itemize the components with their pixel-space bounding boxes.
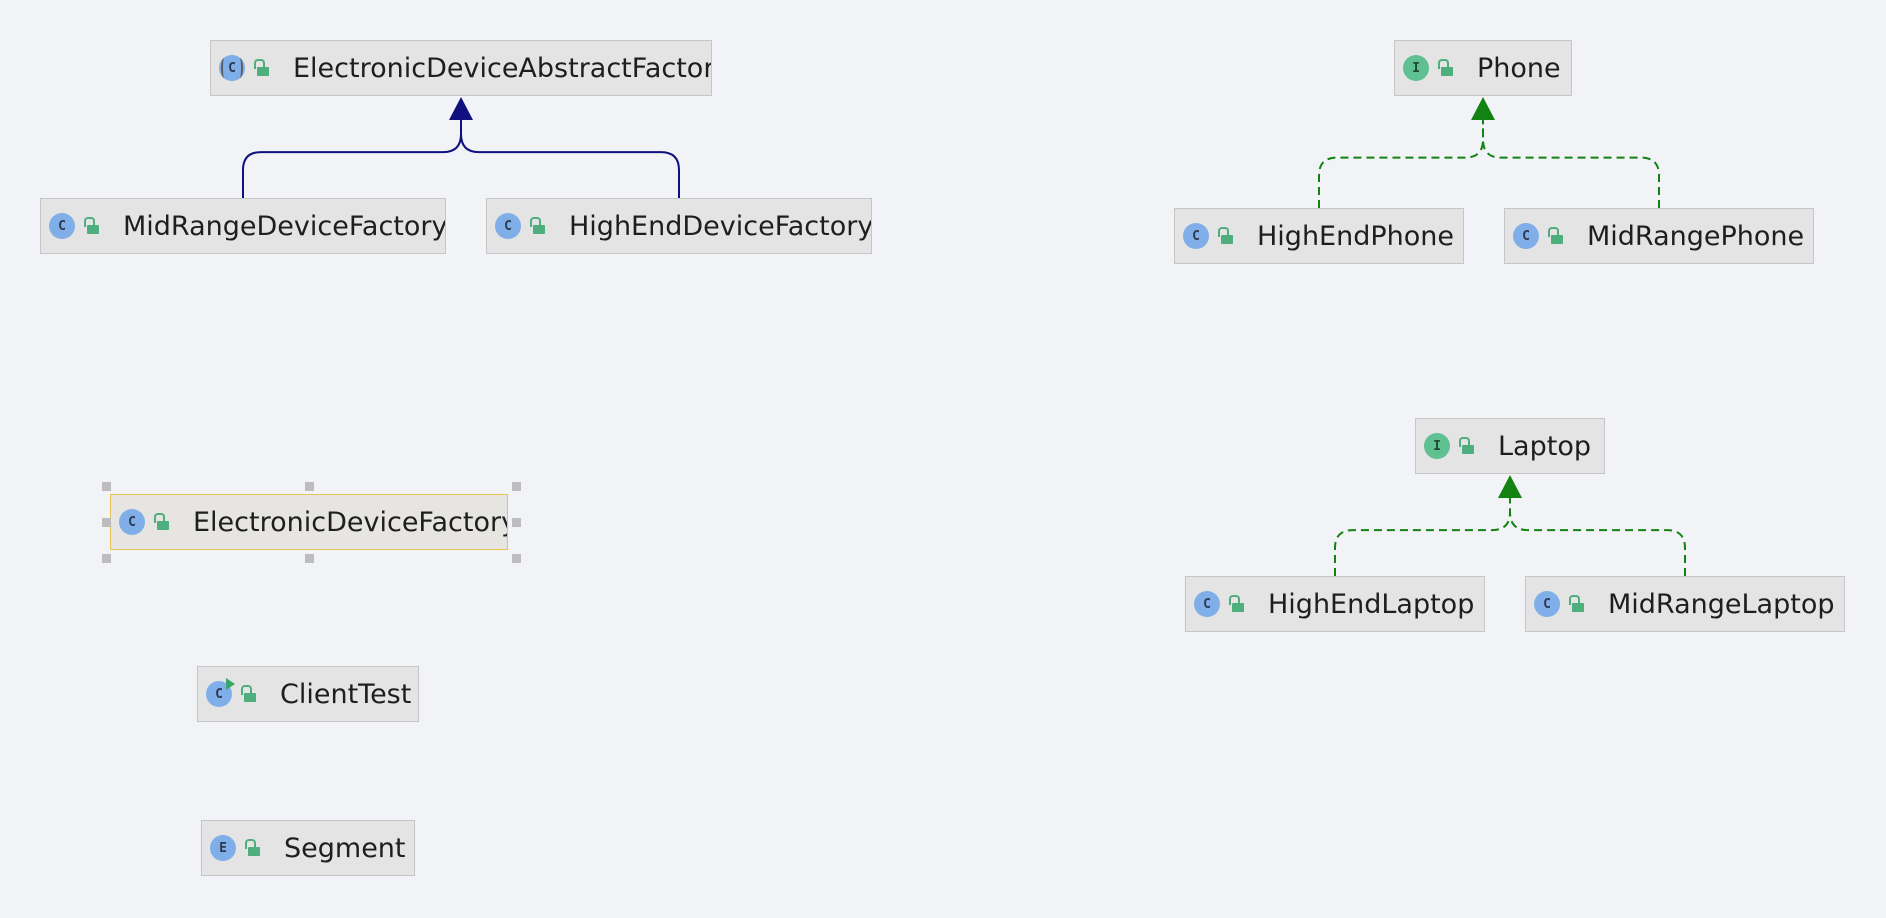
edge-implements-mid-range-phone-to-phone[interactable] — [1482, 118, 1660, 208]
selection-handle[interactable] — [102, 482, 111, 491]
edge-implements-high-end-laptop-to-laptop[interactable] — [1334, 496, 1511, 576]
interface-icon: I — [1424, 433, 1450, 459]
selection-handle[interactable] — [305, 554, 314, 563]
enum-icon: E — [210, 835, 236, 861]
node-high-end-phone[interactable]: C HighEndPhone — [1174, 208, 1464, 264]
node-label: HighEndDeviceFactory — [569, 210, 872, 242]
selection-handle[interactable] — [305, 482, 314, 491]
run-marker-icon — [226, 678, 235, 690]
public-lock-icon — [83, 215, 101, 237]
abstract-class-icon: C — [219, 55, 245, 81]
public-lock-icon — [153, 511, 171, 533]
class-icon: C — [1534, 591, 1560, 617]
class-icon: C — [49, 213, 75, 239]
node-high-end-laptop[interactable]: C HighEndLaptop — [1185, 576, 1485, 632]
node-label: ClientTest — [280, 678, 412, 710]
public-lock-icon — [1437, 57, 1455, 79]
implements-arrowhead — [1498, 475, 1522, 498]
edge-extends-high-end-device-factory-to-electronic-device-abstract-factory[interactable] — [460, 118, 680, 198]
class-icon: C — [119, 509, 145, 535]
node-label: Segment — [284, 832, 406, 864]
node-mid-range-laptop[interactable]: C MidRangeLaptop — [1525, 576, 1845, 632]
class-icon: C — [1183, 223, 1209, 249]
node-mid-range-phone[interactable]: C MidRangePhone — [1504, 208, 1814, 264]
node-laptop[interactable]: I Laptop — [1415, 418, 1605, 474]
node-phone[interactable]: I Phone — [1394, 40, 1572, 96]
node-label: Phone — [1477, 52, 1561, 84]
class-icon: C — [495, 213, 521, 239]
node-label: MidRangeDeviceFactory — [123, 210, 446, 242]
runnable-class-icon: C — [206, 678, 235, 707]
selection-handle[interactable] — [102, 554, 111, 563]
selection-handle[interactable] — [512, 482, 521, 491]
node-label: MidRangeLaptop — [1608, 588, 1835, 620]
node-client-test[interactable]: C ClientTest — [197, 666, 419, 722]
node-high-end-device-factory[interactable]: C HighEndDeviceFactory — [486, 198, 872, 254]
edge-implements-mid-range-laptop-to-laptop[interactable] — [1509, 496, 1686, 576]
interface-icon: I — [1403, 55, 1429, 81]
public-lock-icon — [1228, 593, 1246, 615]
public-lock-icon — [1217, 225, 1235, 247]
public-lock-icon — [1458, 435, 1476, 457]
public-lock-icon — [253, 57, 271, 79]
node-label: HighEndLaptop — [1268, 588, 1475, 620]
public-lock-icon — [529, 215, 547, 237]
selection-handle[interactable] — [512, 554, 521, 563]
node-label: Laptop — [1498, 430, 1591, 462]
public-lock-icon — [240, 683, 258, 705]
class-icon: C — [1194, 591, 1220, 617]
selection-handle[interactable] — [102, 518, 111, 527]
node-electronic-device-factory[interactable]: C ElectronicDeviceFactory — [110, 494, 508, 550]
class-icon: C — [1513, 223, 1539, 249]
node-label: MidRangePhone — [1587, 220, 1805, 252]
public-lock-icon — [1568, 593, 1586, 615]
node-label: HighEndPhone — [1257, 220, 1455, 252]
edge-implements-high-end-phone-to-phone[interactable] — [1318, 118, 1484, 208]
node-electronic-device-abstract-factory[interactable]: C ElectronicDeviceAbstractFactory — [210, 40, 712, 96]
public-lock-icon — [1547, 225, 1565, 247]
node-segment[interactable]: E Segment — [201, 820, 415, 876]
edge-extends-mid-range-device-factory-to-electronic-device-abstract-factory[interactable] — [242, 118, 462, 198]
node-mid-range-device-factory[interactable]: C MidRangeDeviceFactory — [40, 198, 446, 254]
selection-handle[interactable] — [512, 518, 521, 527]
implements-arrowhead — [1471, 97, 1495, 120]
node-label: ElectronicDeviceAbstractFactory — [293, 52, 712, 84]
node-label: ElectronicDeviceFactory — [193, 506, 508, 538]
public-lock-icon — [244, 837, 262, 859]
extends-arrowhead — [449, 97, 473, 120]
